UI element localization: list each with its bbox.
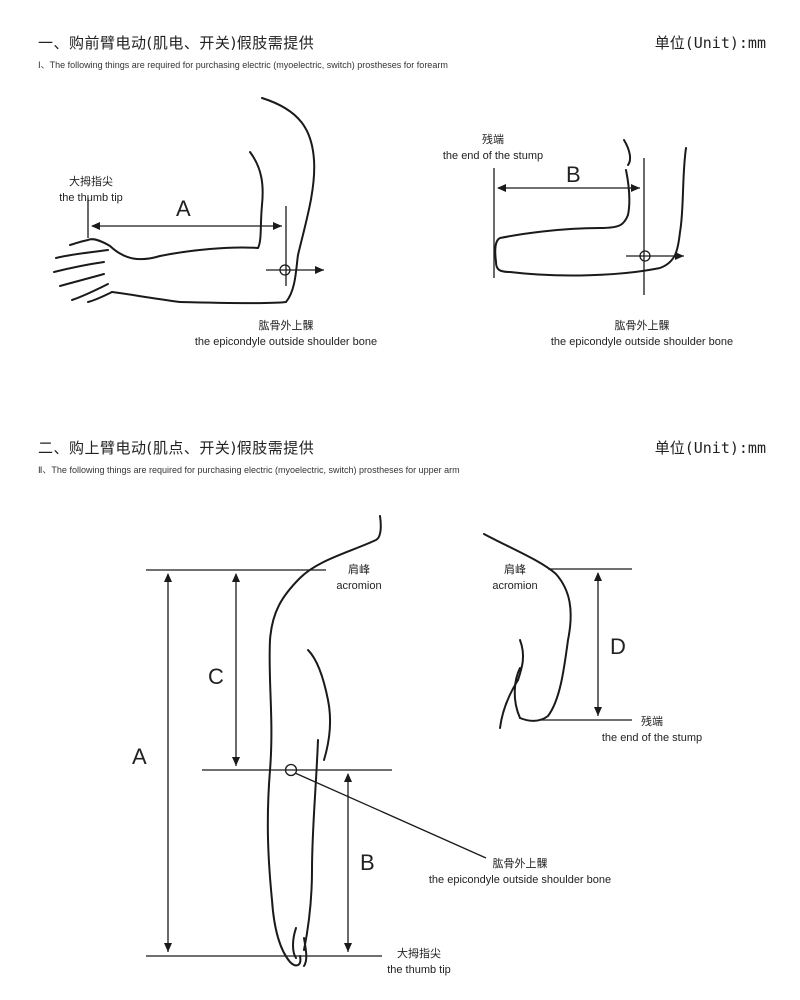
acromion-label: 肩峰 acromion bbox=[492, 564, 538, 592]
section2-unit: 单位(Unit):mm bbox=[654, 439, 766, 457]
thumb-tip-label: 大拇指尖 the thumb tip bbox=[387, 948, 451, 976]
section2-title: 二、购上臂电动(肌点、开关)假肢需提供 bbox=[38, 439, 315, 457]
thumb-tip-label: 大拇指尖 the thumb tip bbox=[59, 176, 123, 204]
upper-arm-stump-illustration bbox=[483, 533, 632, 729]
dimension-a-label: A bbox=[132, 744, 147, 769]
forearm-stump-illustration bbox=[493, 139, 687, 295]
section1-unit: 单位(Unit):mm bbox=[654, 34, 766, 52]
dimension-b-label: B bbox=[360, 850, 375, 875]
section2-subtitle: Ⅱ、The following things are required for … bbox=[38, 465, 460, 475]
epicondyle-label: 肱骨外上髁 the epicondyle outside shoulder bo… bbox=[194, 320, 378, 348]
section1-subtitle: Ⅰ、The following things are required for … bbox=[38, 60, 448, 70]
dimension-d-label: D bbox=[610, 634, 626, 659]
dimension-b-label: B bbox=[566, 162, 581, 187]
dimension-c-label: C bbox=[208, 664, 224, 689]
stump-end-label: 残端 the end of the stump bbox=[442, 134, 544, 162]
section1-title: 一、购前臂电动(肌电、开关)假肢需提供 bbox=[38, 34, 315, 52]
acromion-label: 肩峰 acromion bbox=[336, 564, 382, 592]
epicondyle-label: 肱骨外上髁 the epicondyle outside shoulder bo… bbox=[550, 320, 734, 348]
upper-arm-illustration bbox=[146, 515, 487, 967]
stump-end-label: 残端 the end of the stump bbox=[601, 716, 703, 744]
epicondyle-label: 肱骨外上髁 the epicondyle outside shoulder bo… bbox=[428, 858, 612, 886]
dimension-a-label: A bbox=[176, 196, 191, 221]
forearm-illustration bbox=[53, 97, 324, 305]
